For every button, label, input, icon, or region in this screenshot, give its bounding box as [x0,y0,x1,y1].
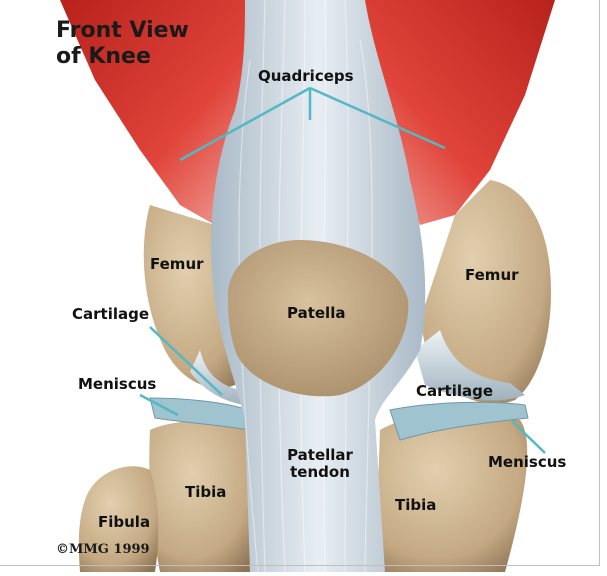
label-meniscus-left: Meniscus [78,376,156,393]
label-meniscus-right: Meniscus [488,454,566,471]
label-cartilage-right: Cartilage [416,383,493,400]
label-quadriceps: Quadriceps [258,68,354,85]
label-patellar-tendon-line2: tendon [280,464,360,481]
label-patella: Patella [287,305,345,322]
label-femur-right: Femur [465,267,519,284]
label-fibula: Fibula [98,514,150,531]
tibia-bone-right [375,414,527,572]
label-tibia-left: Tibia [185,484,226,501]
label-patellar-tendon-line1: Patellar [280,447,360,464]
title-line-1: Front View [56,18,189,44]
label-femur-left: Femur [150,256,204,273]
figure-title: Front View of Knee [56,18,189,70]
label-tibia-right: Tibia [395,497,436,514]
title-line-2: of Knee [56,44,189,70]
label-patellar-tendon: Patellar tendon [280,447,360,481]
copyright-notice: ©MMG 1999 [56,542,150,557]
label-cartilage-left: Cartilage [72,306,149,323]
